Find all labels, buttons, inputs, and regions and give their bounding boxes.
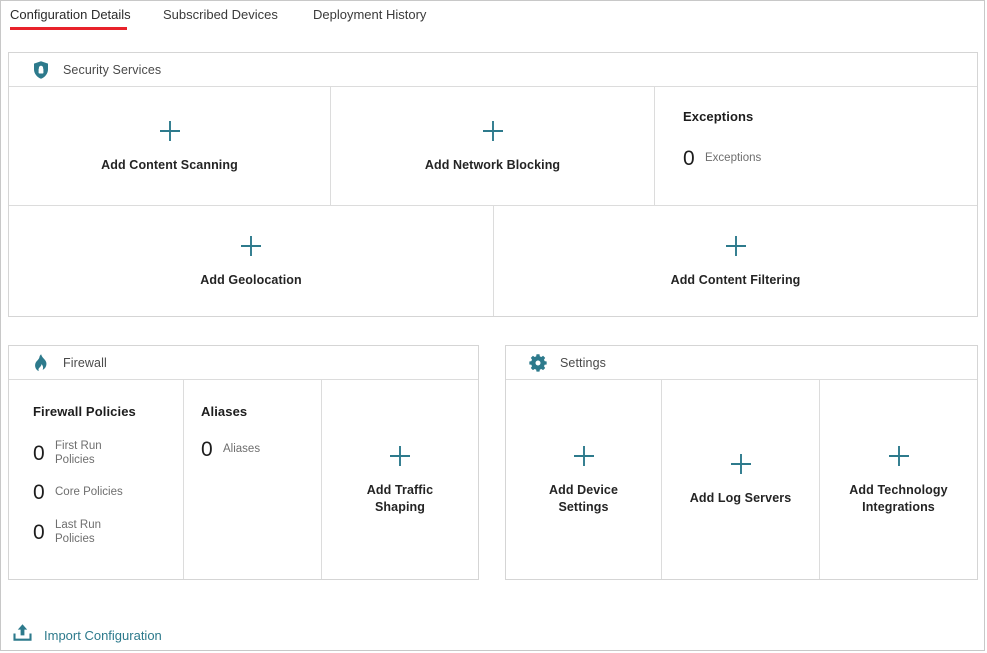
plus-icon bbox=[239, 234, 263, 263]
firewall-title: Firewall bbox=[63, 355, 107, 370]
plus-icon bbox=[887, 444, 911, 473]
security-services-header: Security Services bbox=[9, 53, 977, 87]
tile-label: Add Geolocation bbox=[200, 272, 302, 287]
tile-add-device-settings[interactable]: Add Device Settings bbox=[506, 380, 662, 579]
tile-add-geolocation[interactable]: Add Geolocation bbox=[9, 206, 494, 316]
stat-core-policies: 0 Core Policies bbox=[33, 481, 183, 504]
tab-deployment-history[interactable]: Deployment History bbox=[313, 7, 427, 22]
stat-count: 0 bbox=[33, 441, 45, 465]
aliases-heading: Aliases bbox=[201, 404, 248, 419]
stat-first-run-policies: 0 First Run Policies bbox=[33, 440, 183, 467]
shield-lock-icon bbox=[31, 60, 51, 80]
aliases-label: Aliases bbox=[223, 443, 261, 456]
plus-icon bbox=[572, 444, 596, 473]
exceptions-stat-row: 0 Exceptions bbox=[683, 147, 977, 170]
tile-label: Add Network Blocking bbox=[424, 157, 561, 172]
tile-add-log-servers[interactable]: Add Log Servers bbox=[662, 380, 820, 579]
security-services-panel: Security Services Add Content Scanning A… bbox=[8, 52, 978, 317]
tile-add-content-scanning[interactable]: Add Content Scanning bbox=[9, 87, 331, 206]
tile-add-content-filtering[interactable]: Add Content Filtering bbox=[494, 206, 977, 316]
stat-label: Core Policies bbox=[55, 486, 123, 499]
active-tab-underline bbox=[10, 27, 127, 30]
tile-label: Add Content Scanning bbox=[101, 157, 238, 172]
tile-add-technology-integrations[interactable]: Add Technology Integrations bbox=[820, 380, 977, 579]
flame-icon bbox=[31, 353, 51, 373]
plus-icon bbox=[388, 444, 412, 473]
firewall-panel: Firewall Firewall Policies 0 First Run P… bbox=[8, 345, 479, 580]
plus-icon bbox=[724, 234, 748, 263]
exceptions-heading: Exceptions bbox=[683, 109, 754, 124]
tile-label: Add Technology Integrations bbox=[849, 482, 948, 514]
exceptions-label: Exceptions bbox=[705, 152, 762, 165]
plus-icon bbox=[729, 452, 753, 481]
tab-subscribed-devices[interactable]: Subscribed Devices bbox=[163, 7, 278, 22]
gear-icon bbox=[528, 353, 548, 373]
aliases-count: 0 bbox=[201, 438, 213, 461]
tile-add-network-blocking[interactable]: Add Network Blocking bbox=[331, 87, 655, 206]
aliases-stat-row: 0 Aliases bbox=[201, 438, 321, 461]
tile-label: Add Log Servers bbox=[689, 491, 792, 505]
stat-label: First Run Policies bbox=[55, 440, 102, 466]
tile-label: Add Device Settings bbox=[548, 482, 619, 514]
settings-panel: Settings Add Device Settings Add Log Ser… bbox=[505, 345, 978, 580]
firewall-policies-block: Firewall Policies 0 First Run Policies 0… bbox=[9, 380, 184, 579]
tile-label: Add Content Filtering bbox=[670, 272, 801, 287]
tile-label: Add Traffic Shaping bbox=[366, 482, 434, 514]
exceptions-block: Exceptions 0 Exceptions bbox=[655, 87, 977, 206]
tile-add-traffic-shaping[interactable]: Add Traffic Shaping bbox=[322, 380, 478, 579]
firewall-policies-heading: Firewall Policies bbox=[33, 404, 136, 419]
import-configuration-label: Import Configuration bbox=[44, 627, 162, 643]
settings-header: Settings bbox=[506, 346, 977, 380]
tab-bar: Configuration Details Subscribed Devices… bbox=[0, 0, 985, 33]
stat-last-run-policies: 0 Last Run Policies bbox=[33, 519, 183, 546]
aliases-block: Aliases 0 Aliases bbox=[184, 380, 322, 579]
plus-icon bbox=[158, 119, 182, 148]
plus-icon bbox=[481, 119, 505, 148]
import-configuration-link[interactable]: Import Configuration bbox=[12, 622, 162, 648]
tab-configuration-details[interactable]: Configuration Details bbox=[10, 7, 131, 22]
import-upload-icon bbox=[12, 622, 33, 648]
stat-count: 0 bbox=[33, 520, 45, 544]
firewall-header: Firewall bbox=[9, 346, 478, 380]
exceptions-count: 0 bbox=[683, 147, 695, 170]
security-services-title: Security Services bbox=[63, 62, 162, 77]
stat-label: Last Run Policies bbox=[55, 519, 102, 545]
stat-count: 0 bbox=[33, 481, 45, 504]
settings-title: Settings bbox=[560, 355, 606, 370]
